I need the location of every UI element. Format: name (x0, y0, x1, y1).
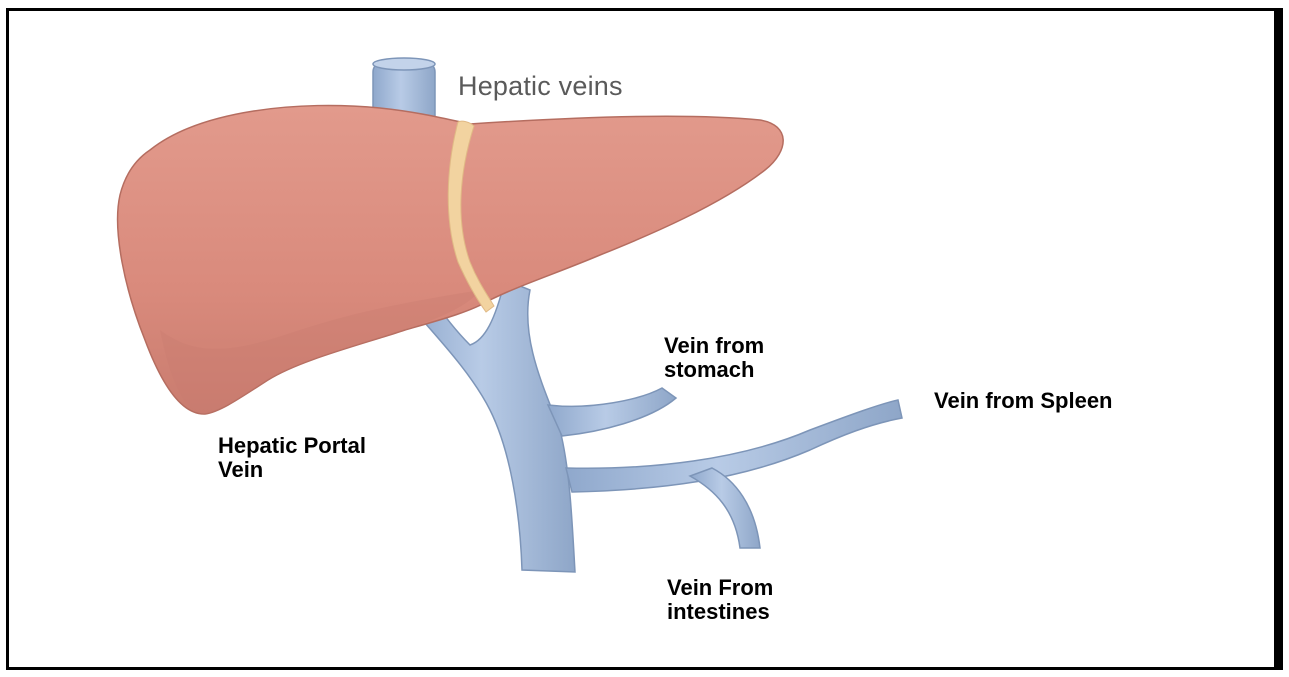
vein-from-intestines-line2: intestines (667, 600, 773, 624)
vein-from-intestines-line1: Vein From (667, 576, 773, 600)
vein-from-intestines-label: Vein From intestines (667, 576, 773, 624)
vein-from-stomach-line1: Vein from (664, 334, 764, 358)
hepatic-portal-line1: Hepatic Portal (218, 434, 366, 458)
hepatic-portal-vein-label: Hepatic Portal Vein (218, 434, 366, 482)
hepatic-veins-label: Hepatic veins (458, 72, 623, 101)
hepatic-portal-line2: Vein (218, 458, 366, 482)
portal-vein-system (405, 280, 902, 572)
vein-from-spleen-label: Vein from Spleen (934, 389, 1113, 413)
vein-from-stomach-line2: stomach (664, 358, 764, 382)
vein-from-stomach-label: Vein from stomach (664, 334, 764, 382)
